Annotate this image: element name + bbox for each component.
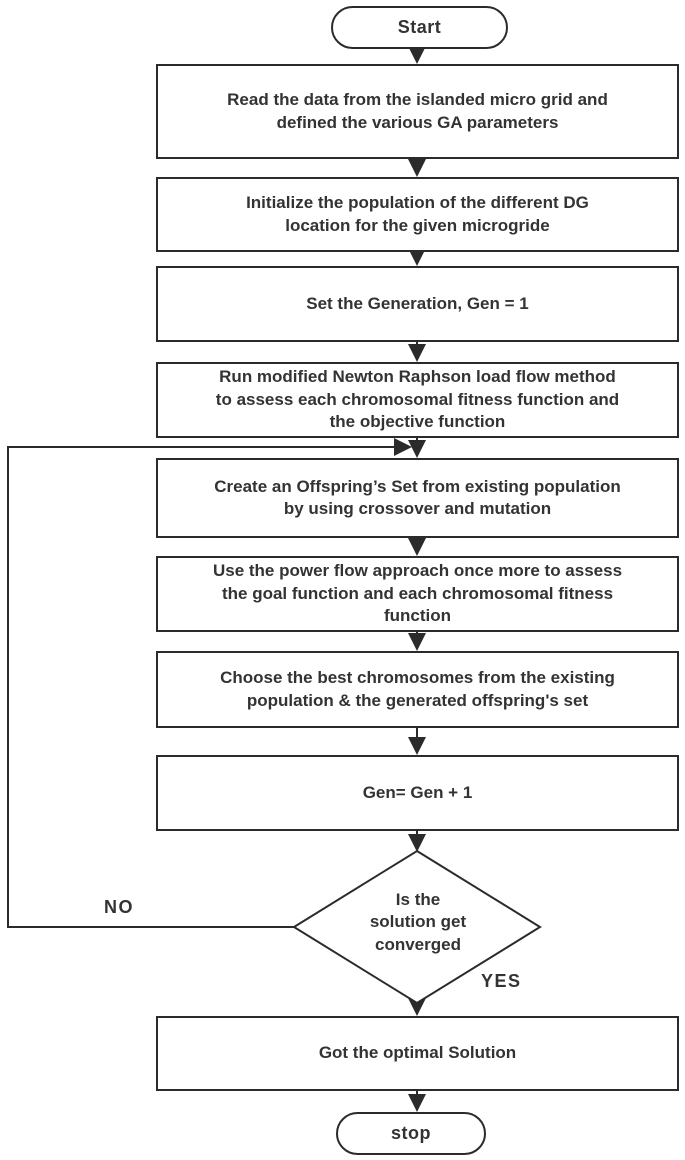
start-label: Start bbox=[397, 16, 442, 37]
process-run-load-flow: Run modified Newton Raphson load flow me… bbox=[156, 362, 679, 438]
process-set-generation: Set the Generation, Gen = 1 bbox=[156, 266, 679, 342]
decision-diamond-shape bbox=[292, 849, 542, 1005]
process-initialize-population-label: Initialize the population of the differe… bbox=[246, 193, 589, 235]
process-choose-best: Choose the best chromosomes from the exi… bbox=[156, 651, 679, 728]
start-terminal: Start bbox=[331, 6, 508, 49]
yes-branch-label: YES bbox=[481, 971, 522, 991]
process-initialize-population: Initialize the population of the differe… bbox=[156, 177, 679, 252]
no-branch-label: NO bbox=[104, 897, 134, 917]
process-optimal-solution-label: Got the optimal Solution bbox=[318, 1043, 517, 1063]
feedback-line-no-loop bbox=[7, 438, 412, 928]
stop-label: stop bbox=[391, 1122, 431, 1143]
process-increment-generation-label: Gen= Gen + 1 bbox=[362, 782, 473, 802]
process-run-load-flow-label: Run modified Newton Raphson load flow me… bbox=[215, 367, 620, 432]
process-create-offspring-label: Create an Offspring’s Set from existing … bbox=[214, 476, 621, 518]
process-set-generation-label: Set the Generation, Gen = 1 bbox=[306, 293, 529, 313]
process-choose-best-label: Choose the best chromosomes from the exi… bbox=[220, 668, 615, 710]
process-optimal-solution: Got the optimal Solution bbox=[156, 1016, 679, 1091]
decision-converged-label: Is the solution get converged bbox=[369, 890, 467, 954]
process-increment-generation: Gen= Gen + 1 bbox=[156, 755, 679, 831]
process-read-data-label: Read the data from the islanded micro gr… bbox=[227, 90, 608, 132]
process-create-offspring: Create an Offspring’s Set from existing … bbox=[156, 458, 679, 538]
process-read-data: Read the data from the islanded micro gr… bbox=[156, 64, 679, 159]
stop-terminal: stop bbox=[336, 1112, 486, 1155]
process-power-flow-again: Use the power flow approach once more to… bbox=[156, 556, 679, 632]
process-power-flow-again-label: Use the power flow approach once more to… bbox=[212, 561, 623, 626]
